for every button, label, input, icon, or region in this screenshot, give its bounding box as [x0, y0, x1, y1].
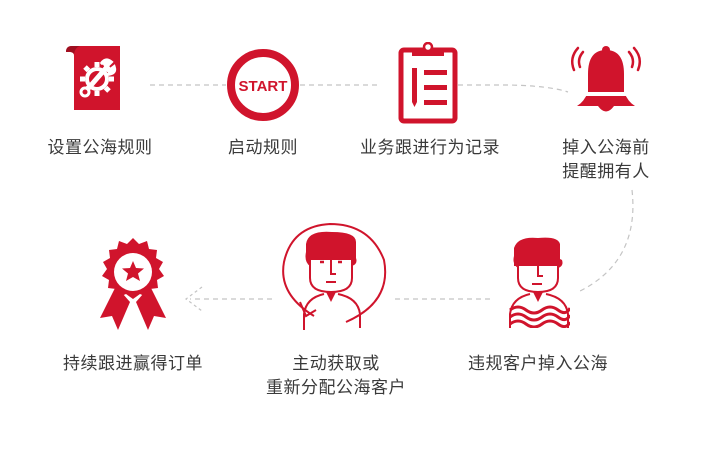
connector-3-4: [458, 84, 569, 93]
arrowhead-icon: [185, 286, 203, 312]
gear-wrench-icon: [66, 46, 120, 110]
step-label: 掉入公海前 提醒拥有人: [562, 138, 650, 182]
person-cycle-icon: [282, 222, 387, 330]
step-label: 主动获取或 重新分配公海客户: [266, 354, 406, 398]
award-ribbon-icon: [100, 238, 166, 330]
step-label: 违规客户掉入公海: [468, 354, 608, 374]
clipboard-icon: [398, 42, 458, 124]
step-label: 业务跟进行为记录: [360, 138, 500, 158]
step-label: 持续跟进赢得订单: [63, 354, 203, 374]
step-label: 设置公海规则: [47, 138, 153, 158]
step-label: 启动规则: [228, 138, 298, 158]
connector-4-5: [577, 189, 634, 293]
start-ring-icon: START: [227, 49, 299, 121]
person-waves-icon: [509, 237, 570, 328]
svg-text:START: START: [239, 78, 288, 95]
ringing-bell-icon: [570, 46, 642, 112]
